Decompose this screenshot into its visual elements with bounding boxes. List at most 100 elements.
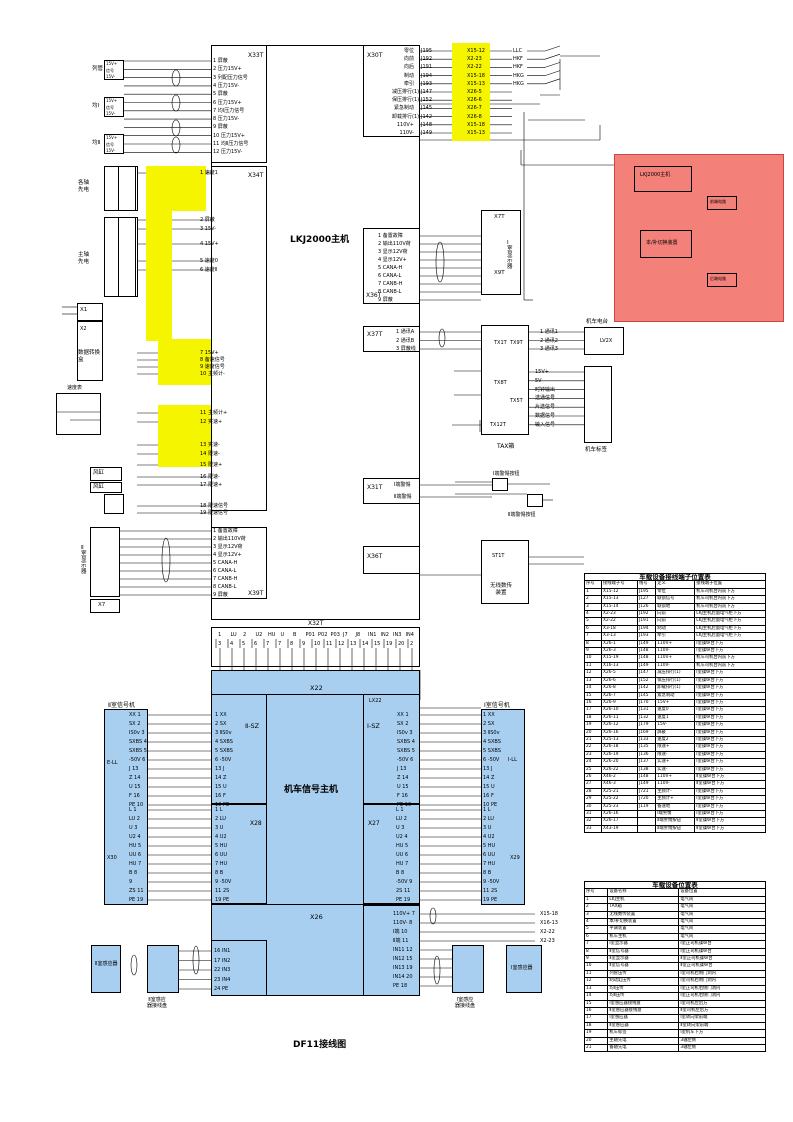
x36-pin: 8 CANB-L (378, 289, 402, 295)
x30-pin-num: J194 (421, 72, 433, 79)
table1-cell: X15-14 (601, 602, 638, 612)
x22-right-pin: J 13 (397, 766, 407, 772)
i-press-label: Ⅰ端警惕按钮 (493, 471, 520, 477)
press-cyl-box2-label: 风缸 (93, 484, 105, 490)
wire (544, 62, 561, 68)
table1-cell: Ⅰ室操纵台下方 (694, 787, 766, 797)
table1-cell: Ⅰ室操纵台下方 (694, 669, 766, 678)
ii-sig-pin: Z 14 (129, 775, 141, 781)
iisz-label: Ⅱ-SZ (245, 722, 260, 730)
i-sig-pin: 13 J (483, 766, 493, 772)
table1-cell: 8 (583, 639, 603, 649)
radio-device-label: 无线数传 装置 (490, 583, 513, 596)
table1-cell: 23 (583, 750, 603, 760)
table1-cell: Ⅰ室操纵台下方 (694, 639, 766, 649)
x26-sig: X2-23 (540, 938, 555, 944)
x30-pin: 9 (129, 879, 133, 885)
highlight-region (146, 166, 206, 211)
highlight-region (452, 43, 490, 141)
table1-cell: Ⅰ室操纵台下方 (694, 735, 766, 745)
x29-pin: 9 -50V (483, 879, 500, 885)
x33-pin: 9 屏蔽 (213, 124, 228, 131)
axle-gen2-label: 主轴 先电 (78, 252, 90, 265)
x30-pin: B 8 (129, 870, 138, 876)
pink-switch: 本/补切换装置 (646, 240, 678, 246)
x30-pin: U 3 (129, 825, 138, 831)
ii-display (90, 527, 120, 597)
i-alert-button[interactable] (492, 478, 508, 491)
table1-header-cell: 线号 (636, 580, 657, 589)
x27-pin: U 3 (396, 825, 405, 831)
i-signal-machine (481, 709, 525, 905)
table1-cell: J132 (636, 713, 657, 723)
table1-cell: X26-22 (601, 765, 638, 774)
table1-cell: X16-13 (601, 661, 638, 671)
table2-cell: Ⅱ室信号器 (607, 947, 680, 957)
shield-twist (438, 328, 446, 348)
table1-header-cell: 序号 (583, 580, 603, 589)
table1-cell: 18 (583, 713, 603, 723)
x32-top: P01 (305, 632, 315, 638)
x22-left-pin: 13 J (215, 766, 225, 772)
table1-cell: Ⅰ室操纵台下方 (694, 809, 766, 819)
x36t2-connector (363, 546, 420, 574)
x22-left-pin: 14 Z (215, 775, 227, 781)
x34-pin: 12 实速+ (200, 419, 223, 425)
x32-top: U2 (255, 632, 263, 638)
table1-cell: 屏蔽 (655, 728, 696, 737)
table1-cell: 9 (583, 647, 603, 656)
x22-right-pin: Z 14 (397, 775, 409, 781)
table2-cell: Ⅰ室司机右侧门洞内 (678, 977, 766, 986)
i-sig-pin: 2 SX (483, 721, 495, 727)
x39-pin: 6 CANA-L (213, 568, 237, 574)
x30-switch: HKG (513, 72, 524, 79)
table1-cell: J119 (636, 802, 657, 812)
ii-alert-button[interactable] (527, 494, 543, 507)
table1-cell: 保压排行(1) (655, 676, 696, 686)
lx22-label: LX22 (369, 698, 382, 704)
x31t-label: X31T (367, 484, 383, 491)
table2-cell: Ⅱ室转向架前端 (678, 1021, 766, 1031)
x30-pin: 向前 (403, 56, 414, 63)
x39-pin: 5 CANA-H (213, 560, 238, 566)
x29-pin: 3 U (483, 825, 492, 831)
x34-pin: 15 限速+ (200, 462, 223, 468)
sensor-pin: 15V+ (106, 98, 118, 103)
table1-cell: 机车司机台内前下方 (694, 595, 766, 604)
table2-cell: TAX箱 (607, 903, 680, 912)
table1-cell: J147 (636, 669, 657, 678)
x30-pin: HU 5 (129, 843, 142, 849)
table1-cell: 5 (583, 617, 603, 626)
ii-signal-machine (104, 709, 148, 905)
x30t-connector (363, 45, 420, 137)
table1-cell: 11 (583, 661, 603, 671)
press-cyl-box (90, 467, 122, 481)
tax-pin: 2 通讯2 (540, 337, 558, 344)
x34-pin: 11 主频计+ (200, 410, 228, 416)
brake-cyl-sensor-label: 均Ⅰ (92, 103, 100, 109)
table2-cell: 电气间 (678, 910, 766, 920)
x32-top: B (293, 632, 297, 638)
x30-pin: 紧急制动 (393, 105, 414, 112)
x32-top: J8 (355, 632, 361, 638)
i-sensor (506, 945, 542, 993)
x22-right-pin: -50V 6 (397, 757, 414, 763)
x32-top: IN3 (393, 632, 402, 638)
table2-cell: Ⅱ室感应器接线盘 (607, 1006, 680, 1016)
x30-pin: HU 7 (129, 861, 142, 867)
x37t-connector (363, 326, 420, 352)
x22-left-block (211, 694, 267, 804)
x26-right-pin: IN12 15 (393, 956, 413, 962)
table1-cell: 4 (583, 610, 603, 619)
table1-cell: 27 (583, 780, 603, 789)
press-cyl-box2 (90, 482, 122, 493)
